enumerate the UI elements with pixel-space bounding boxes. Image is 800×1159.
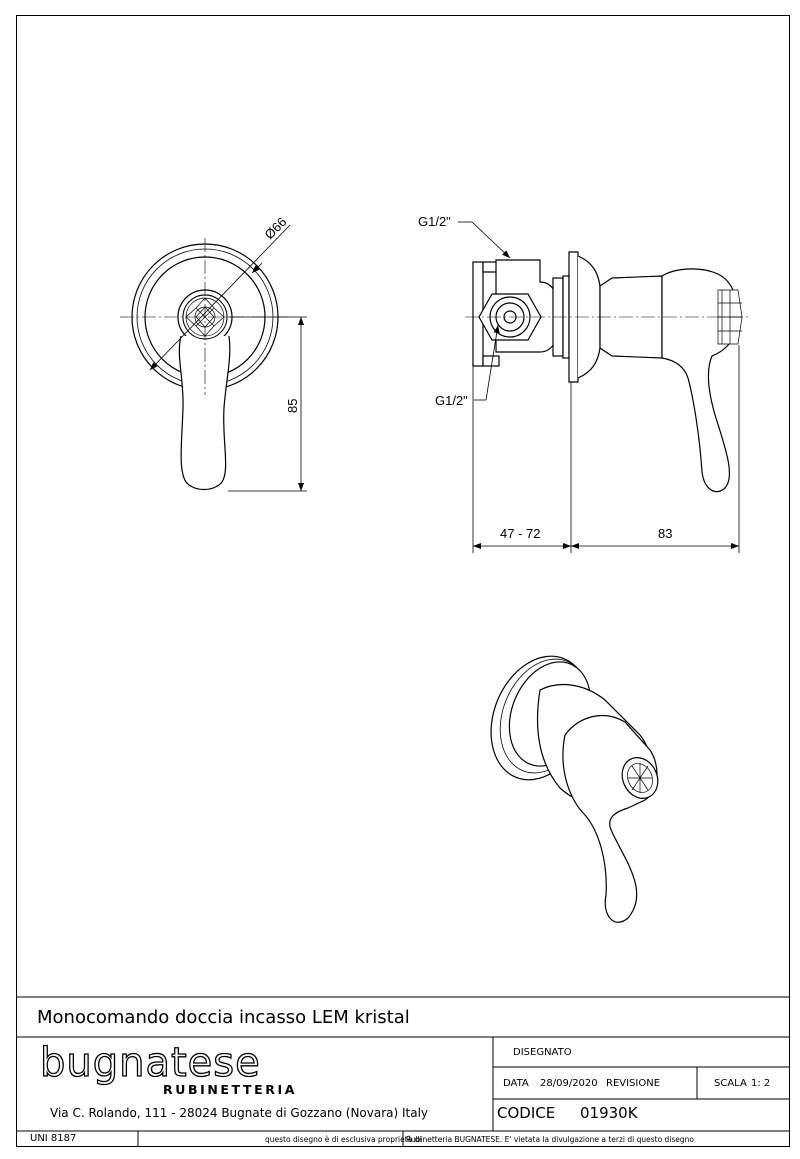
thread-top-label: G1/2" (418, 214, 451, 229)
thread-bottom-label: G1/2" (435, 393, 468, 408)
thread-leaders (458, 221, 511, 401)
data-value: 28/09/2020 (540, 1078, 598, 1089)
ownership-notice-left: questo disegno è di esclusiva proprietà … (265, 1135, 422, 1144)
scala-label: SCALA (714, 1078, 747, 1089)
codice-label: CODICE (497, 1104, 556, 1122)
data-label: DATA (503, 1078, 529, 1089)
horizontal-dimensions (472, 345, 740, 553)
title-block-grid (16, 996, 790, 1147)
length-label: 83 (658, 526, 672, 541)
codice-value: 01930K (580, 1104, 638, 1122)
norm-reference: UNI 8187 (30, 1133, 77, 1144)
side-view (465, 251, 750, 493)
height-label: 85 (285, 399, 300, 413)
crystal-iso (627, 763, 653, 793)
brand-subtitle: RUBINETTERIA (163, 1082, 297, 1097)
diameter-label: Ø66 (262, 214, 290, 242)
isometric-view (490, 655, 659, 923)
product-title: Monocomando doccia incasso LEM kristal (37, 1007, 410, 1028)
front-view (120, 238, 290, 491)
ownership-notice-right: Rubinetteria BUGNATESE. E' vietata la di… (406, 1135, 695, 1144)
revisione-label: REVISIONE (606, 1078, 661, 1089)
diameter-dimension (149, 224, 291, 371)
brand-logo: bugnatese (39, 1040, 261, 1086)
company-address: Via C. Rolando, 111 - 28024 Bugnate di G… (50, 1106, 429, 1120)
disegnato-label: DISEGNATO (513, 1047, 572, 1058)
height-dimension (228, 316, 307, 492)
depth-range-label: 47 - 72 (500, 526, 540, 541)
scala-value: 1: 2 (751, 1078, 771, 1089)
